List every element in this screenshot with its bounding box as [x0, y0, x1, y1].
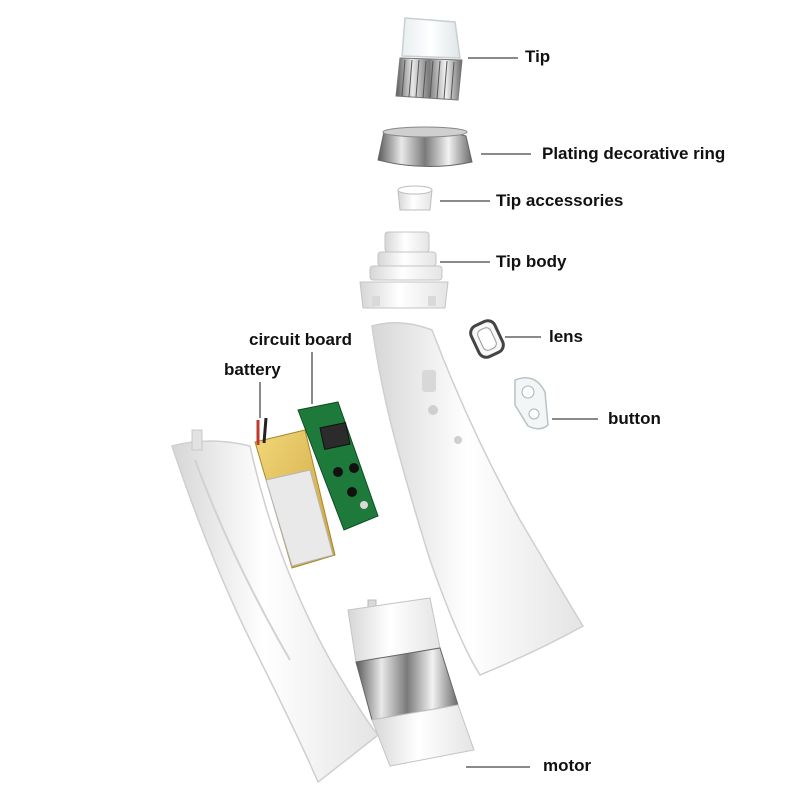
tip-part: [395, 17, 463, 101]
label-plating-decorative-ring: Plating decorative ring: [542, 144, 726, 163]
plating-ring-part: [377, 126, 473, 167]
label-circuit-board: circuit board: [249, 330, 352, 349]
lens-leader-line: [505, 336, 541, 338]
tip-body-leader-line: [440, 261, 490, 263]
battery-leader-line: [259, 382, 261, 418]
left-shell-part: [171, 429, 380, 784]
label-tip: Tip: [525, 47, 551, 66]
label-lens: lens: [549, 327, 584, 346]
tip-body-part: [359, 231, 449, 309]
label-motor: motor: [543, 756, 592, 775]
label-battery: battery: [224, 360, 281, 379]
tip-accessories-part: [397, 185, 433, 211]
button-part: [514, 377, 549, 430]
circuit-board-leader-line: [311, 352, 313, 404]
label-button: button: [608, 409, 661, 428]
motor-part: [347, 597, 475, 767]
battery-part: [254, 417, 336, 569]
label-tip-accessories: Tip accessories: [496, 191, 624, 210]
ring-leader-line: [481, 153, 531, 155]
tip-accessories-leader-line: [440, 200, 490, 202]
main-body-part: [371, 322, 585, 676]
label-tip-body: Tip body: [496, 252, 567, 271]
circuit-board-part: [297, 401, 379, 531]
lens-part: [469, 319, 505, 359]
button-leader-line: [552, 418, 598, 420]
tip-leader-line: [468, 57, 518, 59]
motor-leader-line: [466, 766, 530, 768]
